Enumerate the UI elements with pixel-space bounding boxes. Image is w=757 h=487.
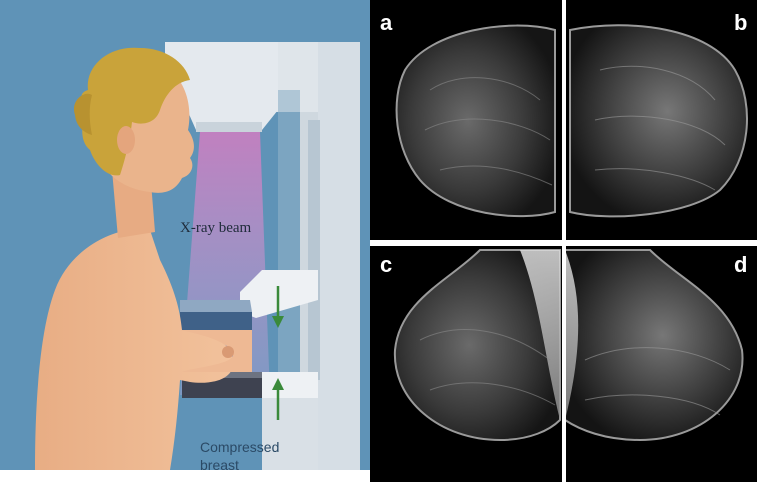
compressed-label-line2: breast (200, 457, 239, 473)
mammogram-grid: a b c d (370, 0, 757, 482)
panel-letter-c: c (380, 252, 392, 277)
horizontal-divider (370, 240, 757, 246)
panel-letter-a: a (380, 10, 393, 35)
compressed-label-line1: Compressed (200, 439, 279, 455)
xray-beam-label: X-ray beam (180, 220, 252, 236)
panel-letter-d: d (734, 252, 747, 277)
bottom-strip (0, 470, 370, 482)
mammography-illustration: X-ray beam Compressed breast (0, 0, 370, 482)
illustration-svg: X-ray beam Compressed breast (0, 0, 370, 482)
mammogram-svg: a b c d (370, 0, 757, 482)
mammogram-panel-b (570, 25, 747, 216)
panel-letter-b: b (734, 10, 747, 35)
